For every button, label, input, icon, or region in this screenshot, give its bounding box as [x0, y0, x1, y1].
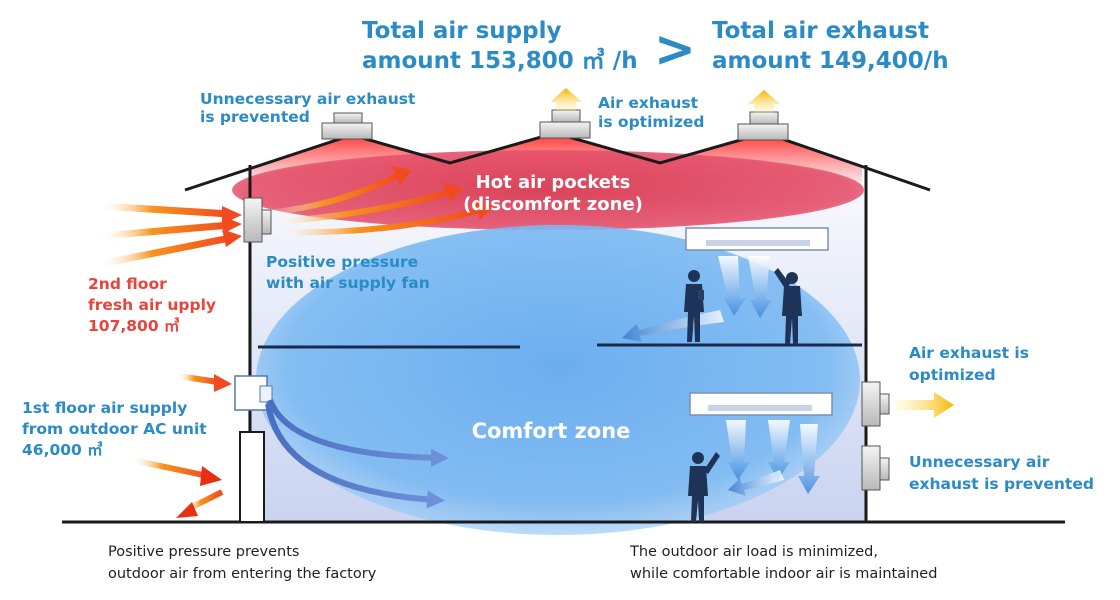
pressure-label-line1: Positive pressure — [266, 253, 418, 271]
footer-right-line2: while comfortable indoor air is maintain… — [630, 566, 937, 582]
supply-fan-2f — [243, 197, 272, 243]
fresh-air-arrow-icon — [200, 466, 222, 486]
fresh-air-arrow-icon — [99, 221, 231, 240]
worker-2f-right-icon — [774, 268, 802, 344]
floor2-supply-line2: fresh air upply — [88, 296, 216, 314]
ac-unit-1f — [689, 392, 833, 416]
wall-exhaust-fan-upper — [861, 381, 890, 427]
roof-left-label-line1: Unnecessary air exhaust — [200, 90, 416, 108]
cool-air-flow-arrow-icon — [267, 398, 449, 467]
floor1-supply-line1: 1st floor air supply — [22, 399, 187, 417]
right-prevented-line1: Unnecessary air — [909, 453, 1050, 471]
supply-flow-arrow-icon — [273, 207, 481, 236]
roof-vent-right — [737, 111, 789, 141]
supply-total-line2: amount 153,800 ㎥ /h — [362, 47, 638, 74]
hot-zone-label-line2: (discomfort zone) — [463, 194, 643, 215]
supply-flow-arrow-icon — [474, 201, 494, 220]
floor1-supply-line2: from outdoor AC unit — [22, 420, 207, 438]
cool-air-down-icon — [718, 256, 746, 316]
fresh-air-arrow-icon — [99, 234, 231, 268]
cool-air-down-icon — [768, 420, 790, 480]
hot-air-zone — [232, 150, 864, 230]
roof-mid-label-line1: Air exhaust — [598, 94, 699, 112]
compare-symbol: > — [654, 20, 696, 78]
roof-left-label-line2: is prevented — [200, 108, 310, 126]
fresh-air-arrow-icon — [176, 502, 198, 518]
floor2-supply-line1: 2nd floor — [88, 275, 167, 293]
fresh-air-arrow-icon — [222, 216, 242, 233]
wall-exhaust-fan-lower — [861, 445, 890, 491]
cool-air-flow-arrow-icon — [265, 403, 445, 509]
ac-unit-2f — [685, 227, 829, 251]
roof-vent-left — [321, 112, 373, 140]
fresh-air-arrow-icon — [177, 373, 219, 385]
exhaust-up-arrow-icon — [550, 88, 582, 112]
exhaust-right-arrow-icon — [896, 392, 954, 418]
footer-right-line1: The outdoor air load is minimized, — [629, 544, 878, 560]
cool-air-left-icon — [728, 470, 784, 496]
comfort-zone-label: Comfort zone — [472, 419, 631, 443]
supply-flow-arrow-icon — [392, 166, 412, 186]
supply-flow-arrow-icon — [444, 183, 464, 202]
supply-flow-arrow-icon — [273, 172, 400, 215]
exhaust-total-line2: amount 149,400/h — [712, 48, 949, 74]
roof-mid-label-line2: is optimized — [598, 113, 705, 131]
cool-air-down-icon — [798, 424, 820, 494]
right-optimized-line2: optimized — [909, 366, 996, 384]
floor2-supply-line3: 107,800 ㎥ — [88, 316, 180, 335]
supply-total-line1: Total air supply — [362, 18, 561, 44]
outdoor-ac-unit — [234, 375, 273, 523]
fresh-air-arrow-icon — [131, 457, 209, 479]
fresh-air-arrow-icon — [214, 374, 232, 392]
exhaust-up-arrow-icon — [748, 90, 780, 114]
right-optimized-line1: Air exhaust is — [909, 344, 1029, 362]
supply-flow-arrow-icon — [273, 189, 451, 225]
pressure-label-line2: with air supply fan — [266, 274, 430, 292]
exhaust-total-line1: Total air exhaust — [712, 18, 929, 44]
worker-1f-icon — [688, 452, 720, 522]
worker-2f-left-icon — [684, 270, 704, 342]
fresh-air-arrow-icon — [222, 229, 242, 247]
right-prevented-line2: exhaust is prevented — [909, 475, 1094, 493]
hot-zone-label-line1: Hot air pockets — [476, 172, 631, 193]
cool-air-down-icon — [726, 420, 750, 480]
roof-vent-middle — [539, 109, 591, 139]
comfort-zone — [256, 225, 860, 535]
cool-air-down-icon — [748, 256, 772, 318]
footer-left-line2: outdoor air from entering the factory — [108, 566, 377, 582]
fresh-air-arrow-icon — [99, 202, 231, 218]
floor1-supply-line3: 46,000 ㎥ — [22, 440, 103, 459]
footer-left-line1: Positive pressure prevents — [108, 544, 299, 560]
